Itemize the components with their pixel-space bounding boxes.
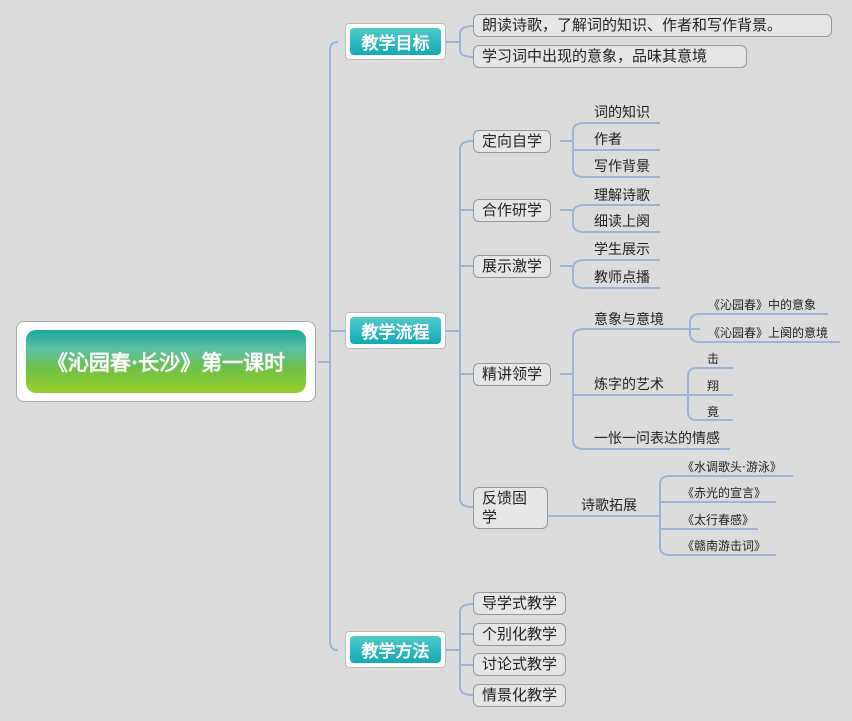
branch-goals[interactable]: 教学目标	[345, 23, 446, 60]
leaf[interactable]: 《太行春感》	[682, 513, 755, 527]
branch-methods-label: 教学方法	[350, 636, 441, 663]
process-step[interactable]: 精讲领学	[473, 363, 552, 386]
root-title: 《沁园春·长沙》第一课时	[26, 330, 306, 393]
branch-methods[interactable]: 教学方法	[345, 631, 446, 668]
goal-item[interactable]: 朗读诗歌，了解词的知识、作者和写作背景。	[473, 14, 832, 37]
leaf[interactable]: 翔	[707, 379, 720, 393]
method-item[interactable]: 导学式教学	[473, 592, 567, 615]
leaf[interactable]: 词的知识	[594, 105, 650, 121]
leaf[interactable]: 击	[707, 352, 720, 366]
process-step[interactable]: 展示激学	[473, 255, 552, 278]
leaf[interactable]: 《赣南游击词》	[682, 539, 767, 553]
branch-goals-label: 教学目标	[350, 28, 441, 55]
leaf[interactable]: 《沁园春》上阕的意境	[708, 326, 829, 340]
leaf[interactable]: 诗歌拓展	[581, 498, 637, 514]
method-item[interactable]: 讨论式教学	[473, 653, 567, 676]
leaf[interactable]: 一怅一问表达的情感	[594, 431, 720, 447]
root-node[interactable]: 《沁园春·长沙》第一课时	[16, 321, 316, 402]
leaf[interactable]: 《水调歌头·游泳》	[682, 460, 782, 474]
leaf[interactable]: 写作背景	[594, 159, 650, 175]
branch-process[interactable]: 教学流程	[345, 312, 446, 349]
process-step[interactable]: 反馈固学	[473, 487, 548, 529]
process-step[interactable]: 定向自学	[473, 130, 552, 153]
leaf[interactable]: 教师点播	[594, 270, 650, 286]
branch-process-label: 教学流程	[350, 317, 441, 344]
leaf[interactable]: 学生展示	[594, 242, 650, 258]
leaf[interactable]: 炼字的艺术	[594, 377, 664, 393]
leaf[interactable]: 作者	[594, 132, 622, 148]
process-step[interactable]: 合作研学	[473, 199, 552, 222]
method-item[interactable]: 个别化教学	[473, 623, 567, 646]
goal-item[interactable]: 学习词中出现的意象，品味其意境	[473, 45, 747, 68]
leaf[interactable]: 《赤光的宣言》	[682, 486, 767, 500]
leaf[interactable]: 细读上阕	[594, 214, 650, 230]
leaf[interactable]: 理解诗歌	[594, 188, 650, 204]
leaf[interactable]: 《沁园春》中的意象	[708, 298, 817, 312]
leaf[interactable]: 竟	[707, 405, 720, 419]
leaf[interactable]: 意象与意境	[594, 312, 664, 328]
method-item[interactable]: 情景化教学	[473, 684, 567, 707]
